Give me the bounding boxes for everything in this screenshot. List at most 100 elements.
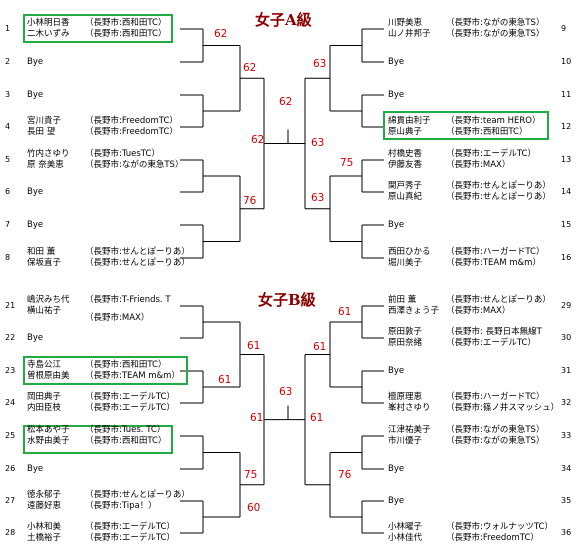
seed-number: 16 [561,253,572,262]
player-name: 原田敦子 [388,327,423,337]
player-name: 原 奈美恵 [27,160,64,170]
winner-highlight-a-right [383,111,549,140]
seed-number: 14 [561,187,572,196]
seed-number: 4 [5,122,11,131]
bye-label: Bye [388,57,405,67]
seed-number: 8 [5,253,11,262]
match-score: 76 [243,195,257,207]
match-score: 62 [279,96,293,108]
seed-number: 35 [561,496,572,505]
seed-number: 30 [561,333,572,342]
seed-number: 24 [5,398,16,407]
bye-label: Bye [27,220,44,230]
player-name: 綿貫由利子 [388,116,431,126]
seed-number: 11 [561,90,572,99]
player-name: 小林和美 [27,522,62,532]
player-name: 市川優子 [388,436,423,446]
player-affiliation: （長野市:西和田TC） [85,29,167,39]
player-affiliation: （長野市:ながの東急TS） [446,425,545,435]
player-affiliation: （長野市:TEAM m&m） [85,371,180,381]
seed-number: 15 [561,220,572,229]
seed-number: 9 [561,24,567,33]
player-name: 横山祐子 [27,306,62,316]
seed-number: 33 [561,431,572,440]
player-name: 原山真紀 [388,192,423,202]
player-affiliation: （長野市:エーデルTC） [446,338,536,348]
player-affiliation: （長野市:せんとぽーりあ） [85,490,190,500]
seed-number: 29 [561,301,572,310]
player-affiliation: （長野市:ハーガードTC） [446,247,545,257]
match-score: 60 [247,502,261,514]
winner-highlight-a-left [23,14,173,43]
seed-number: 7 [5,220,11,229]
player-affiliation: （長野市: 長野日本無線T [446,327,542,337]
player-name: 山ノ井邦子 [388,29,431,39]
match-score: 61 [338,306,352,318]
player-name: 檀原理恵 [388,392,423,402]
player-affiliation: （長野市:西和田TC） [85,436,167,446]
player-affiliation: （長野市:エーデルTC） [85,392,175,402]
player-name: 関戸秀子 [388,181,423,191]
winner-highlight-b-left [23,356,188,385]
player-affiliation: （長野市:MAX） [85,313,150,323]
player-affiliation: （長野市:ハーガードTC） [446,392,545,402]
seed-number: 1 [5,24,11,33]
winner-highlight-b-right [23,425,173,454]
player-name: 前田 薫 [388,295,417,305]
match-score: 75 [244,469,258,481]
player-name: 小林曜子 [388,522,423,532]
seed-number: 12 [561,122,572,131]
bye-label: Bye [388,366,405,376]
player-affiliation: （長野市:Tipa！） [85,501,157,511]
player-affiliation: （長野市:篠ノ井スマッシュ） [446,403,560,413]
player-affiliation: （長野市:エーデルTC） [85,522,175,532]
player-affiliation: （長野市:ながの東急TS） [446,18,545,28]
bracket-a-title: 女子A級 [255,11,312,29]
player-name: 西澤きょう子 [388,306,440,316]
player-name: 松本あや子 [27,425,70,435]
player-name: 保坂直子 [27,258,62,268]
seed-number: 22 [5,333,16,342]
bye-label: Bye [388,90,405,100]
player-affiliation: （長野市:team HERO） [446,116,541,126]
match-score: 61 [310,412,324,424]
seed-number: 6 [5,187,11,196]
player-name: 原田奈緒 [388,338,423,348]
match-score: 63 [313,58,327,70]
player-affiliation: （長野市:MAX） [446,160,511,170]
bye-label: Bye [27,464,44,474]
player-affiliation: （長野市:せんとぽーりあ） [446,295,551,305]
match-score: 61 [218,374,232,386]
bracket-b-title: 女子B級 [258,291,316,309]
bye-label: Bye [27,333,44,343]
match-score: 61 [247,340,261,352]
bye-label: Bye [27,90,44,100]
player-name: 西田ひかる [388,247,431,257]
match-score: 63 [279,386,293,398]
player-name: 峯村さゆり [388,403,431,413]
player-affiliation: （長野市:T-Friends. T [85,295,171,305]
player-name: 徳永郁子 [27,490,62,500]
seed-number: 31 [561,366,572,375]
bye-label: Bye [388,464,405,474]
player-name: 遠藤好恵 [27,501,62,511]
seed-number: 28 [5,528,16,537]
match-score: 63 [311,137,325,149]
player-affiliation: （長野市:ながの東急TS） [446,436,545,446]
player-name: 原山典子 [388,127,423,137]
player-affiliation: （長野市:せんとぽーりあ） [85,258,190,268]
match-score: 76 [338,469,352,481]
match-score: 63 [311,192,325,204]
seed-number: 26 [5,464,16,473]
seed-number: 25 [5,431,16,440]
player-affiliation: （長野市:FreedomTC） [85,116,178,126]
seed-number: 34 [561,464,572,473]
player-name: 岡田典子 [27,392,62,402]
player-name: 竹内さゆり [27,149,70,159]
match-score: 62 [251,134,265,146]
seed-number: 21 [5,301,16,310]
seed-number: 36 [561,528,572,537]
player-affiliation: （長野市:ウォルナッツTC） [446,522,553,532]
